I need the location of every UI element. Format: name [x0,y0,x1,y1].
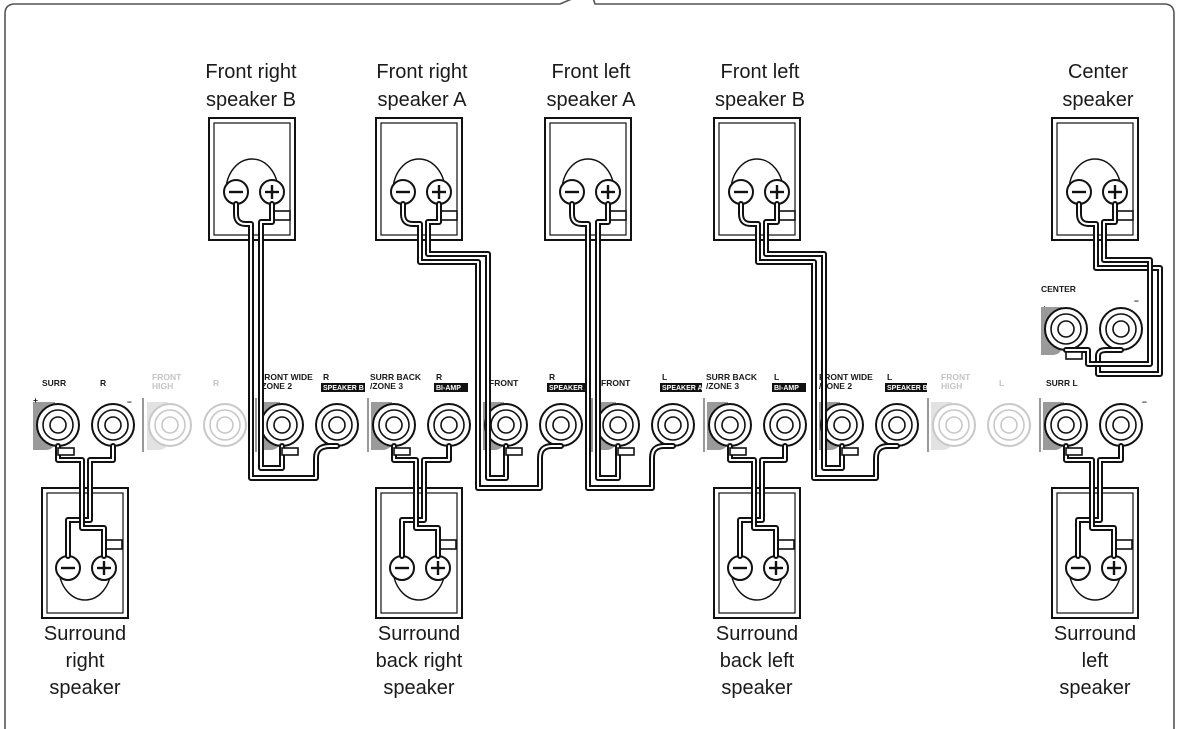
plus-jack [148,403,192,447]
plus-jack [1044,307,1088,351]
terminal-label-front-high-r: R [213,378,219,388]
surround-left-speaker: Surround left speaker [1051,487,1139,699]
terminal-label-surr-back: SURR BACK [370,372,422,382]
speaker-label: Surround [1054,623,1136,645]
terminal-label-surr-back: SURR BACK [706,372,758,382]
speaker-label: speaker A [547,89,637,111]
speaker-label: speaker [721,677,792,699]
plus-jack [932,403,976,447]
plus-jack [36,403,80,447]
terminal-label-l: L [887,372,892,382]
speaker-label: Front left [721,61,800,83]
terminal-label-zone2: /ZONE 2 [259,381,292,391]
terminal-label-r: R [549,372,555,382]
minus-sign: − [1134,296,1139,306]
plus-jack [708,403,752,447]
minus-jack [91,403,135,447]
speaker-b-tag: SPEAKER B [887,385,928,392]
plus-jack [484,403,528,447]
terminal-label-front: FRONT [489,378,519,388]
terminal-label-surr: SURR [42,378,66,388]
plus-jack [596,403,640,447]
terminal-label-zone3: /ZONE 3 [706,381,739,391]
terminal-label-front-high: HIGH [152,381,173,391]
speaker-label: speaker [49,677,120,699]
speaker-label: left [1082,650,1109,672]
speaker-a-tag: SPEAKER A [662,385,703,392]
plus-sign: + [33,395,38,405]
terminal-label-front-high: HIGH [941,381,962,391]
terminal-label-front-wide: FRONT WIDE [819,372,873,382]
speaker-label: Center [1068,61,1128,83]
speaker-label: Front right [205,61,297,83]
terminal-label-zone3: /ZONE 3 [370,381,403,391]
minus-jack [1099,307,1143,351]
minus-jack [651,403,695,447]
speaker-label: speaker B [715,89,805,111]
bi-amp-tag: BI-AMP [774,385,799,392]
jack-tabs [57,351,1083,456]
speaker-label: Surround [716,623,798,645]
speaker-label: Front right [376,61,468,83]
speaker-label: back right [376,650,463,672]
receiver-terminals: SURR R + − FRONT HIGH R FRONT WIDE /ZONE… [33,284,1147,450]
speaker-label: Surround [378,623,460,645]
speaker-label: right [66,650,105,672]
terminal-label-surr-l: SURR L [1046,378,1078,388]
plus-jack [820,403,864,447]
front-left-speaker-a: Front left speaker A [544,61,637,241]
front-right-speaker-b: Front right speaker B [205,61,297,241]
terminal-label-l: L [662,372,667,382]
surround-back-right-speaker: Surround back right speaker [375,487,463,699]
minus-jack [875,403,919,447]
minus-sign: − [1142,397,1147,407]
speaker-label: speaker [1059,677,1130,699]
front-left-speaker-b: Front left speaker B [713,61,805,241]
terminal-label-r: R [436,372,442,382]
terminal-label-l: L [774,372,779,382]
bi-amp-tag: BI-AMP [436,385,461,392]
minus-jack [203,403,247,447]
terminal-label-front-high: FRONT [941,372,971,382]
front-right-speaker-a: Front right speaker A [375,61,468,241]
center-speaker: Center speaker [1051,61,1139,241]
terminal-label-r: R [323,372,329,382]
speaker-label: speaker [383,677,454,699]
speaker-a-tag: SPEAKER A [549,385,590,392]
terminal-label-front: FRONT [601,378,631,388]
minus-jack [1099,403,1143,447]
minus-jack [763,403,807,447]
terminal-label-zone2: /ZONE 2 [819,381,852,391]
speaker-label: speaker [1062,89,1133,111]
diagram-frame [4,0,1175,729]
speaker-label: speaker A [378,89,468,111]
minus-sign: − [127,397,132,407]
terminal-label-front-high-l: L [999,378,1004,388]
minus-jack [987,403,1031,447]
plus-jack [1044,403,1088,447]
plus-jack [372,403,416,447]
speaker-b-tag: SPEAKER B [323,385,364,392]
terminal-label-front-wide: FRONT WIDE [259,372,313,382]
minus-jack [539,403,583,447]
terminal-label-surr-r: R [100,378,106,388]
surround-right-speaker: Surround right speaker [41,487,129,699]
speaker-cables [55,201,1163,559]
speaker-label: Front left [552,61,631,83]
speaker-label: speaker B [206,89,296,111]
speaker-label: back left [720,650,795,672]
minus-jack [427,403,471,447]
plus-jack [260,403,304,447]
minus-jack [315,403,359,447]
terminal-label-front-high: FRONT [152,372,182,382]
terminal-label-center: CENTER [1041,284,1076,294]
speaker-label: Surround [44,623,126,645]
